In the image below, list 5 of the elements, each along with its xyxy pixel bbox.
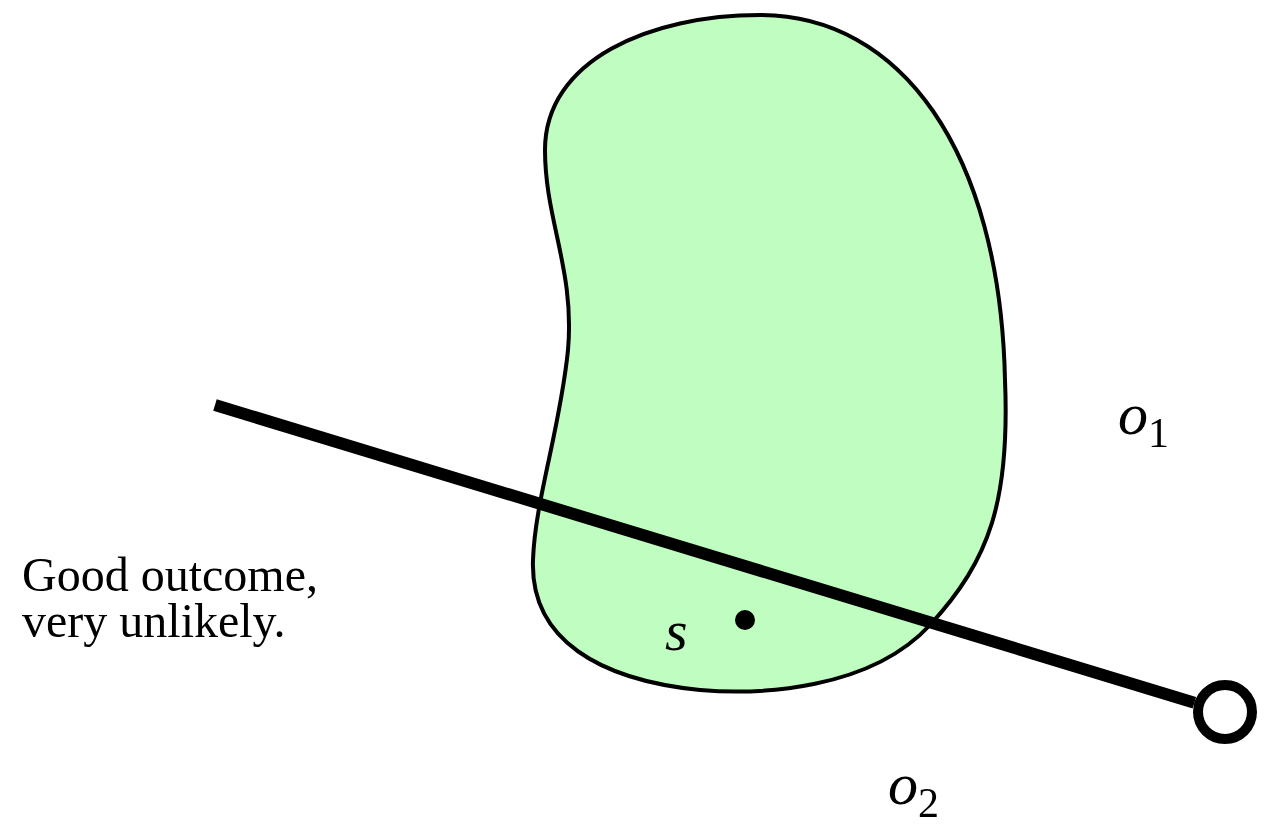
thick-line: [213, 399, 1197, 709]
outcome-label: o$_{2}$: [888, 750, 939, 828]
point-label: s: [665, 602, 688, 660]
outcome-label: o$_{1}$: [1118, 380, 1169, 458]
endpoint-circle: [1193, 680, 1257, 744]
